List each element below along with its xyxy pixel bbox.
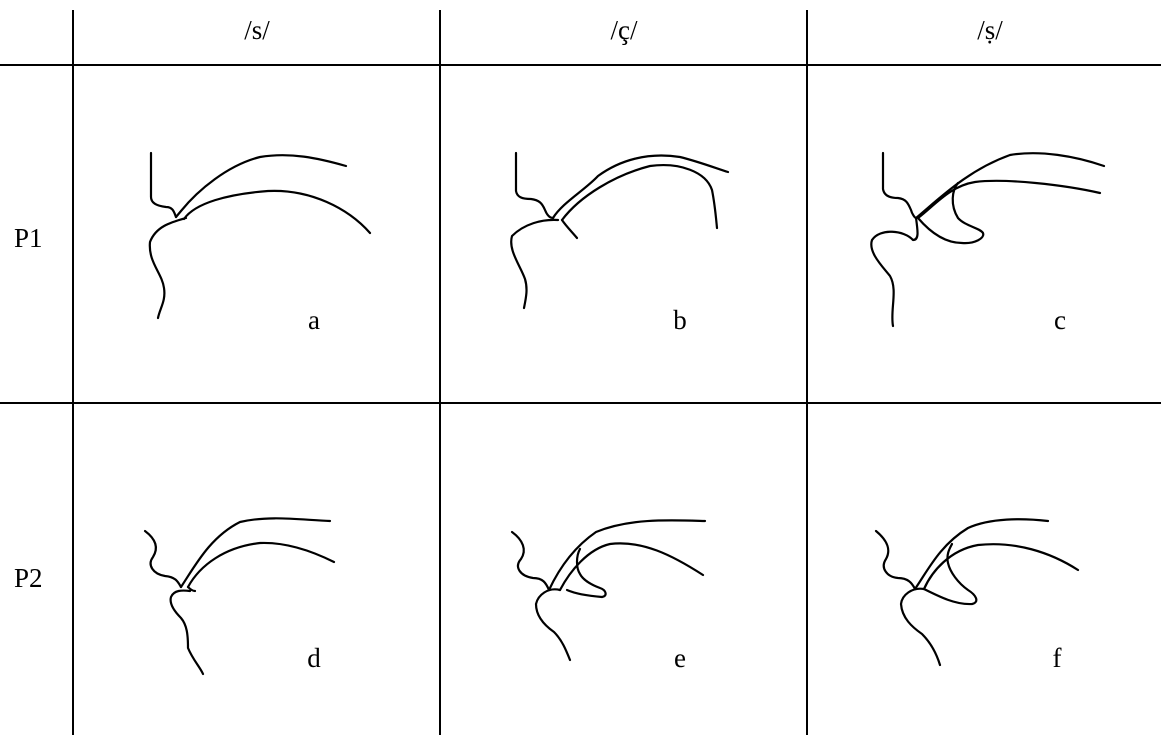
upper-lip-outline xyxy=(514,151,555,220)
row-label-p2: P2 xyxy=(14,563,43,593)
tongue-outline xyxy=(558,542,705,592)
upper-lip-outline xyxy=(149,151,178,219)
palate-outline xyxy=(547,519,707,592)
upper-lip-outline xyxy=(510,530,551,592)
grid-line xyxy=(439,10,441,735)
tongue-tip-outline xyxy=(186,585,197,593)
lower-lip-jaw-outline xyxy=(899,587,942,667)
column-header-c-cedilla: /ç/ xyxy=(610,15,638,45)
vocal-tract-tracing-d xyxy=(143,517,336,676)
upper-lip-outline xyxy=(874,529,917,591)
grid-line xyxy=(72,10,74,735)
vocal-tract-tracing-e xyxy=(510,519,707,662)
lower-lip-jaw-outline xyxy=(870,216,919,328)
grid-line xyxy=(0,402,1161,404)
tongue-tip-outline xyxy=(560,218,579,240)
panel-label-e: e xyxy=(674,643,686,673)
tongue-outline xyxy=(560,164,719,230)
palate-outline xyxy=(174,154,348,219)
panel-label-b: b xyxy=(673,305,687,335)
palate-outline xyxy=(179,517,332,589)
palate-outline xyxy=(913,518,1050,591)
row-label-p1: P1 xyxy=(14,223,43,253)
palate-outline xyxy=(914,152,1106,220)
lower-lip-jaw-outline xyxy=(169,589,205,676)
panel-label-d: d xyxy=(307,643,321,673)
upper-lip-outline xyxy=(143,529,183,589)
tongue-outline xyxy=(182,189,372,235)
vocal-tract-tracing-b xyxy=(510,151,730,310)
panel-label-a: a xyxy=(308,305,320,335)
upper-lip-outline xyxy=(881,151,918,220)
lower-lip-jaw-outline xyxy=(148,216,188,320)
tongue-outline xyxy=(922,543,1080,591)
column-header-s-dot: /ṣ/ xyxy=(977,15,1003,45)
grid-line xyxy=(0,64,1161,66)
grid-line xyxy=(806,10,808,735)
panel-label-c: c xyxy=(1054,305,1066,335)
vocal-tract-tracing-f xyxy=(874,518,1080,667)
panel-label-f: f xyxy=(1052,643,1062,673)
tongue-body-outline xyxy=(565,547,607,599)
vocal-tract-tracing-c xyxy=(870,151,1106,328)
lower-lip-jaw-outline xyxy=(510,218,560,310)
tongue-body-outline xyxy=(922,542,978,606)
tongue-outline xyxy=(186,541,336,589)
vocal-tract-tracing-a xyxy=(148,151,372,320)
palate-outline xyxy=(551,154,730,220)
column-header-s: /s/ xyxy=(244,15,270,45)
tongue-outline xyxy=(916,179,1102,220)
lower-lip-jaw-outline xyxy=(534,588,572,662)
tongue-body-outline xyxy=(916,181,985,245)
